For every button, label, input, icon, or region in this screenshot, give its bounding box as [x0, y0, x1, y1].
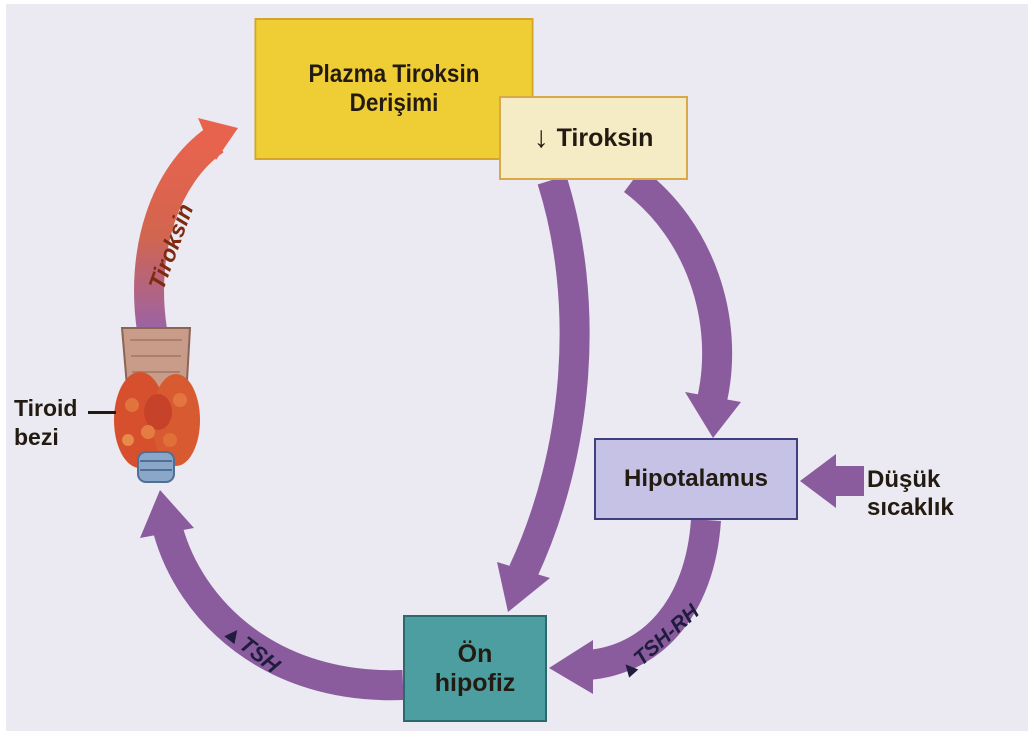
plasma-box-line2: Derişimi	[350, 89, 439, 118]
arrow-head-hipotalamus-to-onhipofiz	[549, 640, 593, 694]
down-arrow-icon: ↓	[534, 121, 549, 156]
arrow-onhipofiz-to-thyroid	[168, 530, 403, 685]
thyroid-label-line1: Tiroid	[14, 394, 77, 423]
hypothalamus-label: Hipotalamus	[624, 465, 768, 493]
hypothalamus-box: Hipotalamus	[594, 438, 798, 520]
anterior-pituitary-line1: Ön	[458, 640, 493, 669]
plasma-thyroxine-box: Plazma Tiroksin Derişimi	[255, 18, 534, 160]
plasma-box-line1: Plazma Tiroksin	[309, 60, 480, 89]
thyroid-pointer-line	[88, 411, 116, 414]
arrow-head-onhipofiz-to-thyroid	[140, 490, 194, 538]
low-temperature-label: Düşük sıcaklık	[867, 466, 1031, 522]
arrow-tiroksin-to-onhipofiz	[523, 180, 575, 572]
arrow-head-tiroksin-to-hipotalamus	[685, 392, 741, 438]
thyroid-gland-illustration	[114, 328, 200, 482]
thyroxine-box-label: Tiroksin	[557, 124, 654, 153]
thyroid-label: Tiroid bezi	[14, 394, 77, 452]
anterior-pituitary-line2: hipofiz	[435, 669, 516, 698]
arrow-tiroksin-to-hipotalamus	[633, 180, 717, 400]
arrow-head-cold-to-hipotalamus	[800, 454, 836, 508]
anterior-pituitary-box: Ön hipofiz	[403, 615, 547, 722]
thyroid-label-line2: bezi	[14, 423, 77, 452]
thyroxine-decrease-box: ↓ Tiroksin	[499, 96, 688, 180]
